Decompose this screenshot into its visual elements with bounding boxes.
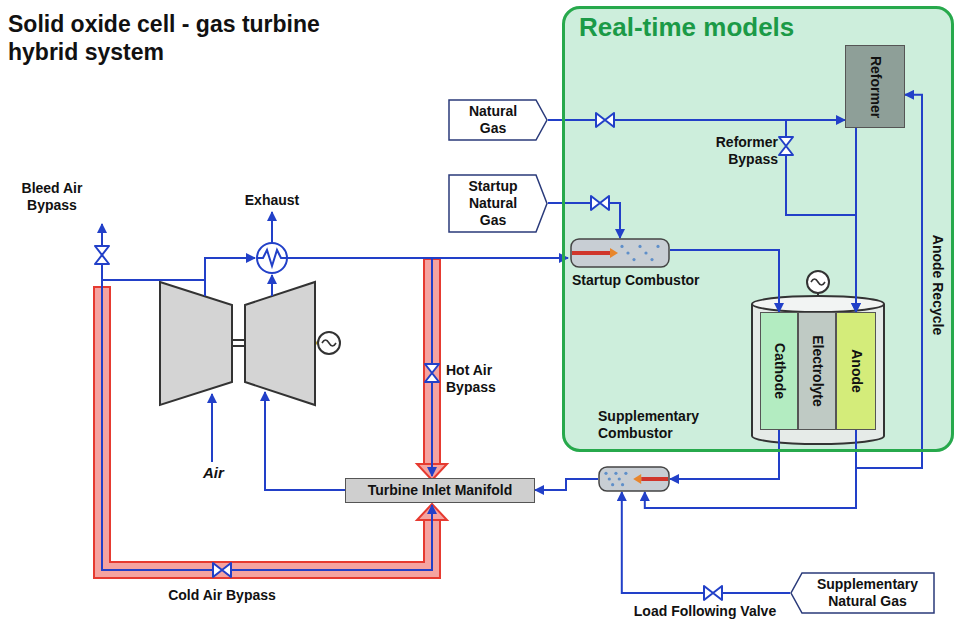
combustor: Startup Combustor <box>570 238 670 268</box>
flow-connector <box>855 128 857 312</box>
flow-connector <box>645 430 856 508</box>
source-tag: Natural Gas <box>448 99 548 141</box>
node-text: Real-time models <box>579 12 794 42</box>
combustor-drawing <box>598 466 670 492</box>
combustor-drawing <box>570 238 670 268</box>
connector-layer <box>535 95 922 593</box>
source-tag: Startup Natural Gas <box>448 174 548 233</box>
flow-connector <box>548 120 856 312</box>
source-tag: Supplementary Natural Gas <box>790 572 935 614</box>
valve-label: Reformer Bypass <box>700 134 778 168</box>
node-text: Natural Gas <box>454 103 532 137</box>
cold-air-band <box>102 280 447 570</box>
node-text: Turbine Inlet Manifold <box>368 482 512 499</box>
diagram-title: Solid oxide cell - gas turbine hybrid sy… <box>8 10 348 66</box>
manifold-box: Turbine Inlet Manifold <box>345 478 535 503</box>
node-text: Supplementary Natural Gas <box>806 576 929 610</box>
fuel-cell-stack <box>752 271 884 444</box>
inlet-label: Air <box>203 464 224 481</box>
hot-air-band <box>417 258 447 480</box>
cell-layer: Electrolyte <box>798 312 836 430</box>
region-box: Real-time modelsReformerStartup Combusto… <box>562 6 954 452</box>
valve-label: Cold Air Bypass <box>168 587 276 604</box>
node-text: Anode <box>848 349 865 393</box>
flow-connector <box>670 430 779 479</box>
flow-connector <box>535 479 598 490</box>
flow-connector <box>622 492 790 593</box>
node-text: Supplementary Combustor <box>598 408 728 442</box>
node-text: Cathode <box>771 343 788 399</box>
air-lines <box>102 212 568 490</box>
valves <box>95 113 793 600</box>
valve-label: Load Following Valve <box>634 603 776 620</box>
reformer-box: Reformer <box>845 45 905 128</box>
cell-layer: Cathode <box>760 312 798 430</box>
node-text: Electrolyte <box>809 335 826 407</box>
node-text: Startup Combustor <box>572 272 700 289</box>
cell-layer: Anode <box>836 312 876 430</box>
valve-label: Hot Air Bypass <box>446 362 526 396</box>
node-text: Startup Natural Gas <box>454 178 532 229</box>
recuperator <box>257 243 287 273</box>
node-text: Reformer <box>867 55 884 117</box>
line-label: Anode Recycle <box>929 235 946 335</box>
valve-label: Bleed Air Bypass <box>6 180 98 214</box>
combustor: Supplementary Combustor <box>598 466 670 492</box>
gas-turbine <box>160 282 340 405</box>
exhaust-label: Exhaust <box>245 192 299 209</box>
